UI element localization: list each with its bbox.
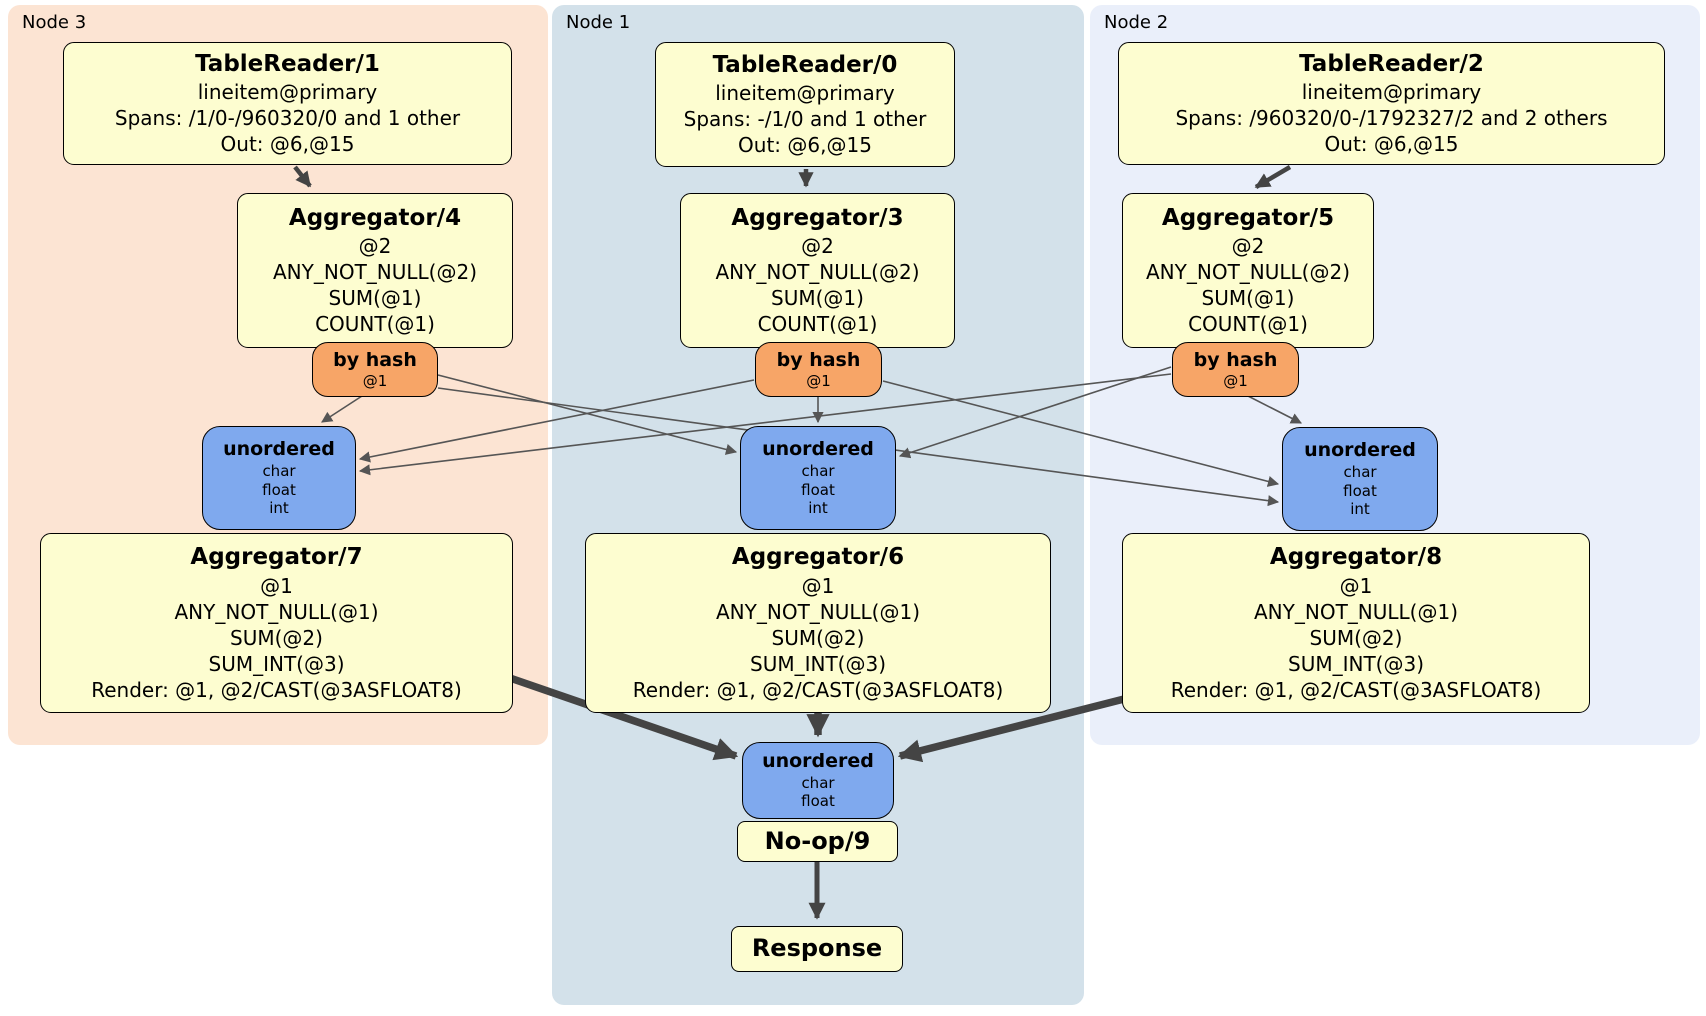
processor-title: Aggregator/4 [288,204,462,231]
node-region-label: Node 2 [1104,12,1169,33]
node-region-label: Node 3 [22,12,87,33]
processor-detail: Render: @1, @2/CAST(@3ASFLOAT8) [1170,677,1542,702]
processor-title: Aggregator/5 [1161,204,1335,231]
sync-detail: float [262,480,296,499]
sync-title: unordered [223,438,335,460]
sync-detail: int [269,499,289,518]
node-region-label: Node 1 [566,12,631,33]
aggregator-6-box: Aggregator/6 @1 ANY_NOT_NULL(@1) SUM(@2)… [585,533,1051,713]
sync-detail: int [1350,500,1370,519]
processor-detail: Out: @6,@15 [220,132,355,157]
processor-detail: @2 [1231,234,1265,259]
processor-detail: SUM(@1) [328,286,422,311]
processor-title: TableReader/0 [712,51,898,78]
hash-router-1: by hash @1 [755,342,882,397]
router-title: by hash [776,349,861,372]
processor-detail: lineitem@primary [1301,80,1482,105]
processor-title: No-op/9 [764,826,871,855]
processor-title: Aggregator/6 [731,544,905,571]
router-detail: @1 [1223,371,1248,390]
processor-detail: SUM_INT(@3) [1288,651,1424,676]
processor-detail: COUNT(@1) [1188,312,1308,337]
aggregator-7-box: Aggregator/7 @1 ANY_NOT_NULL(@1) SUM(@2)… [40,533,513,713]
processor-detail: Out: @6,@15 [1324,132,1459,157]
tablereader-0-box: TableReader/0 lineitem@primary Spans: -/… [655,42,955,167]
processor-title: Response [751,934,883,963]
processor-detail: SUM(@1) [1201,286,1295,311]
processor-detail: Render: @1, @2/CAST(@3ASFLOAT8) [632,677,1004,702]
sync-2: unordered char float int [1282,427,1438,531]
processor-title: Aggregator/7 [190,544,363,571]
sync-detail: float [801,480,835,499]
processor-detail: Spans: /1/0-/960320/0 and 1 other [114,106,461,131]
sync-detail: float [801,792,835,811]
aggregator-8-box: Aggregator/8 @1 ANY_NOT_NULL(@1) SUM(@2)… [1122,533,1590,713]
sync-detail: char [262,461,296,480]
router-detail: @1 [362,371,388,390]
processor-detail: SUM(@2) [230,625,323,650]
router-title: by hash [1193,349,1278,372]
processor-detail: SUM(@1) [771,286,864,311]
router-detail: @1 [806,371,831,390]
sync-3: unordered char float int [202,426,356,530]
router-title: by hash [333,349,417,372]
processor-detail: lineitem@primary [715,81,895,106]
sync-detail: char [801,461,835,480]
response-box: Response [731,926,903,972]
processor-detail: ANY_NOT_NULL(@1) [174,599,379,624]
noop-9-box: No-op/9 [737,821,898,862]
aggregator-5-box: Aggregator/5 @2 ANY_NOT_NULL(@2) SUM(@1)… [1122,193,1374,348]
processor-detail: @1 [801,573,835,598]
processor-detail: Render: @1, @2/CAST(@3ASFLOAT8) [91,677,462,702]
sync-title: unordered [1304,439,1416,461]
processor-detail: COUNT(@1) [315,312,435,337]
processor-detail: @2 [358,234,392,259]
tablereader-2-box: TableReader/2 lineitem@primary Spans: /9… [1118,42,1665,165]
tablereader-1-box: TableReader/1 lineitem@primary Spans: /1… [63,42,512,165]
hash-router-3: by hash @1 [312,342,438,397]
processor-detail: @1 [260,573,293,598]
sync-detail: float [1343,481,1377,500]
processor-detail: Out: @6,@15 [738,133,872,158]
processor-detail: ANY_NOT_NULL(@2) [715,260,920,285]
processor-title: Aggregator/8 [1269,544,1443,571]
processor-detail: Spans: /960320/0-/1792327/2 and 2 others [1175,106,1608,131]
processor-detail: COUNT(@1) [757,312,878,337]
sync-title: unordered [762,749,874,772]
sync-detail: char [801,773,835,792]
aggregator-3-box: Aggregator/3 @2 ANY_NOT_NULL(@2) SUM(@1)… [680,193,955,348]
processor-detail: ANY_NOT_NULL(@2) [273,260,477,285]
processor-detail: ANY_NOT_NULL(@1) [1254,599,1458,624]
processor-detail: @1 [1339,573,1373,598]
processor-title: TableReader/1 [195,50,380,77]
final-sync: unordered char float [742,742,894,819]
processor-title: Aggregator/3 [731,204,904,231]
sync-detail: char [1343,462,1377,481]
processor-detail: ANY_NOT_NULL(@1) [716,599,920,624]
processor-detail: ANY_NOT_NULL(@2) [1146,260,1350,285]
processor-detail: SUM_INT(@3) [208,651,345,676]
processor-title: TableReader/2 [1299,50,1484,77]
hash-router-2: by hash @1 [1172,342,1299,397]
sync-detail: int [808,499,828,518]
processor-detail: Spans: -/1/0 and 1 other [683,107,927,132]
processor-detail: SUM(@2) [771,625,865,650]
sync-title: unordered [762,438,874,460]
processor-detail: @2 [801,234,834,259]
processor-detail: SUM_INT(@3) [750,651,886,676]
processor-detail: lineitem@primary [197,80,378,105]
aggregator-4-box: Aggregator/4 @2 ANY_NOT_NULL(@2) SUM(@1)… [237,193,513,348]
sync-1: unordered char float int [740,426,896,530]
processor-detail: SUM(@2) [1309,625,1403,650]
